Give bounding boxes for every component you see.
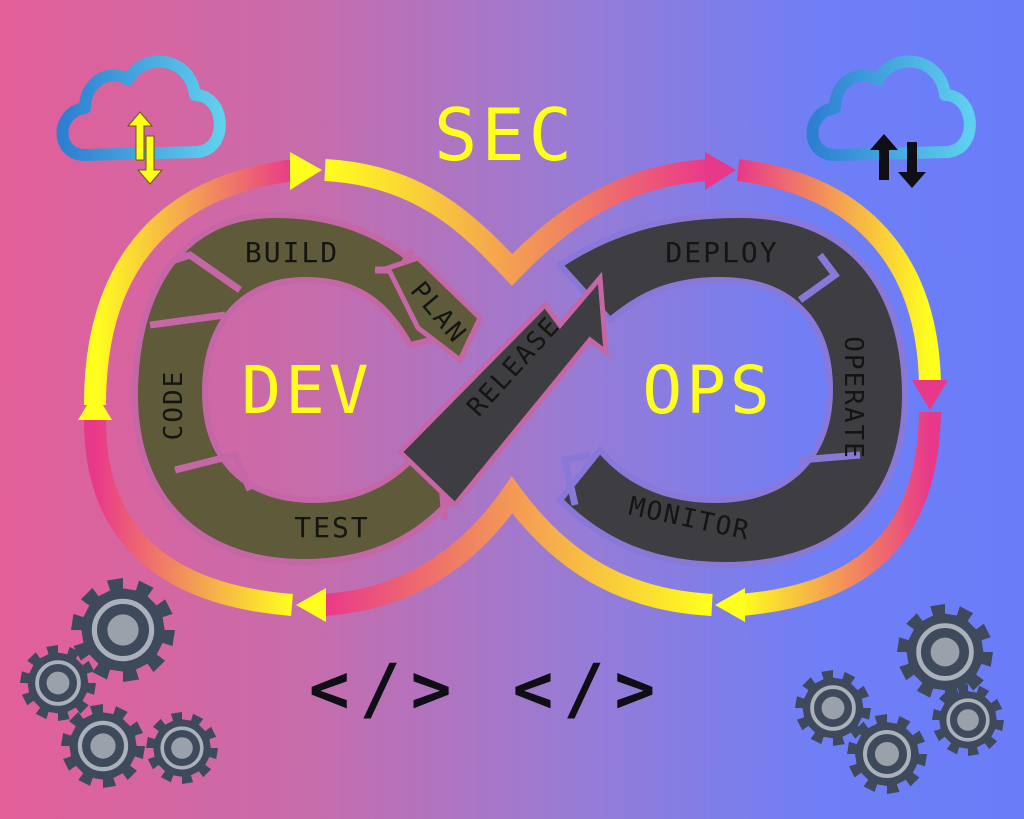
ops-label: OPS xyxy=(642,352,773,429)
arrow-head xyxy=(705,152,736,190)
ops-loop xyxy=(555,211,909,569)
stage-label-build: BUILD xyxy=(245,236,339,269)
stage-label-operate: OPERATE xyxy=(838,336,868,460)
up-arrow-icon xyxy=(870,134,898,180)
down-arrow-icon xyxy=(136,135,164,185)
arrow-head xyxy=(290,152,322,190)
arrow-head xyxy=(78,392,112,420)
dev-label: DEV xyxy=(241,352,372,429)
ops-ring xyxy=(555,211,909,569)
arrow-arc-right-bottom xyxy=(739,411,941,616)
gear-icon xyxy=(897,604,993,700)
cloud-upload-download-icon-left xyxy=(56,55,226,185)
stage-label-deploy: DEPLOY xyxy=(665,236,778,269)
gear-icon xyxy=(795,670,871,746)
code-symbol: </> </> xyxy=(309,650,666,729)
gear-icon xyxy=(847,714,927,794)
gear-icon xyxy=(20,645,96,721)
down-arrow-icon xyxy=(898,142,926,188)
arrow-arc-top-center xyxy=(324,159,711,286)
gear-icon xyxy=(932,684,1004,756)
gear-icon xyxy=(146,712,218,784)
sec-title: SEC xyxy=(434,93,576,177)
arrow-arc-left-bottom xyxy=(84,419,293,616)
up-arrow-icon xyxy=(126,111,154,161)
gear-icon xyxy=(61,704,145,788)
dev-ring xyxy=(131,211,475,566)
gear-cluster xyxy=(20,578,1004,794)
ops-dividers xyxy=(560,252,861,506)
plan-segment xyxy=(384,255,484,364)
cloud-upload-download-icon-right xyxy=(806,55,976,188)
outer-loop-arrows xyxy=(78,152,948,622)
release-arrow xyxy=(396,271,609,509)
arrow-arc-left-top xyxy=(84,159,297,406)
stage-label-test: TEST xyxy=(294,511,369,544)
arrow-arc-bottom-center xyxy=(321,476,713,616)
arrow-head xyxy=(296,588,326,622)
gear-icon xyxy=(71,578,175,682)
stage-label-code: CODE xyxy=(159,370,189,441)
arrow-head xyxy=(912,380,948,410)
arrow-head xyxy=(715,588,745,622)
arrow-arc-right-top xyxy=(736,159,941,386)
release-band xyxy=(384,255,609,509)
